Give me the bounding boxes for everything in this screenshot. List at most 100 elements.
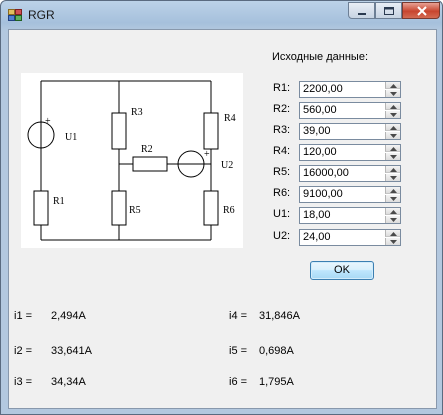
r5-numeric-input[interactable]: 16000,00 xyxy=(299,165,401,182)
spin-down-button[interactable] xyxy=(385,174,400,181)
arrow-down-icon xyxy=(390,134,397,138)
spin-up-button[interactable] xyxy=(385,187,400,194)
i2-label: i2 = xyxy=(14,345,33,357)
maximize-button[interactable] xyxy=(375,2,402,19)
arrow-down-icon xyxy=(390,155,397,159)
arrow-down-icon xyxy=(390,176,397,180)
arrow-up-icon xyxy=(390,105,397,109)
r2-spin-buttons[interactable] xyxy=(385,103,400,118)
arrow-up-icon xyxy=(390,189,397,193)
r1-resistor xyxy=(33,190,49,226)
u1-label: U1 xyxy=(65,132,77,143)
spin-down-button[interactable] xyxy=(385,132,400,139)
spin-up-button[interactable] xyxy=(385,124,400,131)
u2-plus: + xyxy=(204,149,210,160)
r2-value[interactable]: 560,00 xyxy=(303,104,337,116)
r1-spin-buttons[interactable] xyxy=(385,82,400,97)
r2-label: R2 xyxy=(141,144,153,155)
r1-label: R1 xyxy=(53,196,65,207)
i4-value: 31,846A xyxy=(259,310,300,322)
r6-label: R6 xyxy=(223,205,235,216)
i5-value: 0,698A xyxy=(259,345,294,357)
r4-label: R4 xyxy=(224,113,236,124)
spin-up-button[interactable] xyxy=(385,103,400,110)
i5-label: i5 = xyxy=(229,345,248,357)
spin-down-button[interactable] xyxy=(385,195,400,202)
r2-input-label: R2: xyxy=(273,103,291,115)
u2-spin-buttons[interactable] xyxy=(385,230,400,245)
minimize-button[interactable] xyxy=(348,2,375,19)
spin-down-button[interactable] xyxy=(385,90,400,97)
client-area: + U1 R1 R3 R2 R5 R4 + U2 R6 Исходные дан… xyxy=(8,29,437,409)
spin-up-button[interactable] xyxy=(385,166,400,173)
r6-resistor xyxy=(203,190,219,226)
r3-value[interactable]: 39,00 xyxy=(303,125,331,137)
r5-resistor xyxy=(111,190,127,226)
arrow-up-icon xyxy=(390,84,397,88)
r4-spin-buttons[interactable] xyxy=(385,145,400,160)
close-icon xyxy=(417,6,427,16)
r3-resistor xyxy=(111,112,127,150)
r5-value[interactable]: 16000,00 xyxy=(303,167,349,179)
r6-spin-buttons[interactable] xyxy=(385,187,400,202)
i6-label: i6 = xyxy=(229,376,248,388)
r6-value[interactable]: 9100,00 xyxy=(303,188,343,200)
arrow-up-icon xyxy=(390,210,397,214)
spin-down-button[interactable] xyxy=(385,111,400,118)
arrow-down-icon xyxy=(390,113,397,117)
i2-value: 33,641A xyxy=(51,345,92,357)
i1-value: 2,494A xyxy=(51,310,86,322)
spin-up-button[interactable] xyxy=(385,230,400,237)
u1-value[interactable]: 18,00 xyxy=(303,209,331,221)
r2-numeric-input[interactable]: 560,00 xyxy=(299,102,401,119)
close-button[interactable] xyxy=(402,2,440,19)
spin-up-button[interactable] xyxy=(385,82,400,89)
arrow-up-icon xyxy=(390,147,397,151)
r1-numeric-input[interactable]: 2200,00 xyxy=(299,81,401,98)
u2-input-label: U2: xyxy=(273,230,291,242)
r4-input-label: R4: xyxy=(273,145,291,157)
i3-label: i3 = xyxy=(14,376,33,388)
r1-value[interactable]: 2200,00 xyxy=(303,83,343,95)
spin-down-button[interactable] xyxy=(385,216,400,223)
title-bar[interactable]: RGR xyxy=(1,1,442,29)
arrow-up-icon xyxy=(390,232,397,236)
r6-numeric-input[interactable]: 9100,00 xyxy=(299,186,401,203)
arrow-down-icon xyxy=(390,240,397,244)
minimize-icon xyxy=(358,13,366,15)
r5-spin-buttons[interactable] xyxy=(385,166,400,181)
circuit-diagram: + U1 R1 R3 R2 R5 R4 + U2 R6 xyxy=(21,73,243,248)
r4-resistor xyxy=(203,112,219,150)
arrow-up-icon xyxy=(390,126,397,130)
i4-label: i4 = xyxy=(229,310,248,322)
app-icon xyxy=(8,9,22,21)
window-title: RGR xyxy=(28,8,55,22)
r3-spin-buttons[interactable] xyxy=(385,124,400,139)
inputs-header: Исходные данные: xyxy=(272,51,368,63)
spin-down-button[interactable] xyxy=(385,153,400,160)
r6-input-label: R6: xyxy=(273,187,291,199)
arrow-down-icon xyxy=(390,218,397,222)
u2-numeric-input[interactable]: 24,00 xyxy=(299,229,401,246)
spin-down-button[interactable] xyxy=(385,238,400,245)
r3-label: R3 xyxy=(131,107,143,118)
r4-value[interactable]: 120,00 xyxy=(303,146,337,158)
ok-button[interactable]: OK xyxy=(310,261,374,280)
r2-resistor xyxy=(132,156,168,172)
i1-label: i1 = xyxy=(14,310,33,322)
u1-spin-buttons[interactable] xyxy=(385,208,400,223)
spin-up-button[interactable] xyxy=(385,208,400,215)
r4-numeric-input[interactable]: 120,00 xyxy=(299,144,401,161)
i3-value: 34,34A xyxy=(51,376,86,388)
r3-input-label: R3: xyxy=(273,124,291,136)
r1-input-label: R1: xyxy=(273,82,291,94)
u1-input-label: U1: xyxy=(273,208,291,220)
spin-up-button[interactable] xyxy=(385,145,400,152)
u2-value[interactable]: 24,00 xyxy=(303,231,331,243)
r3-numeric-input[interactable]: 39,00 xyxy=(299,123,401,140)
r5-label: R5 xyxy=(129,205,141,216)
u1-plus: + xyxy=(45,116,51,127)
arrow-down-icon xyxy=(390,197,397,201)
u1-numeric-input[interactable]: 18,00 xyxy=(299,207,401,224)
